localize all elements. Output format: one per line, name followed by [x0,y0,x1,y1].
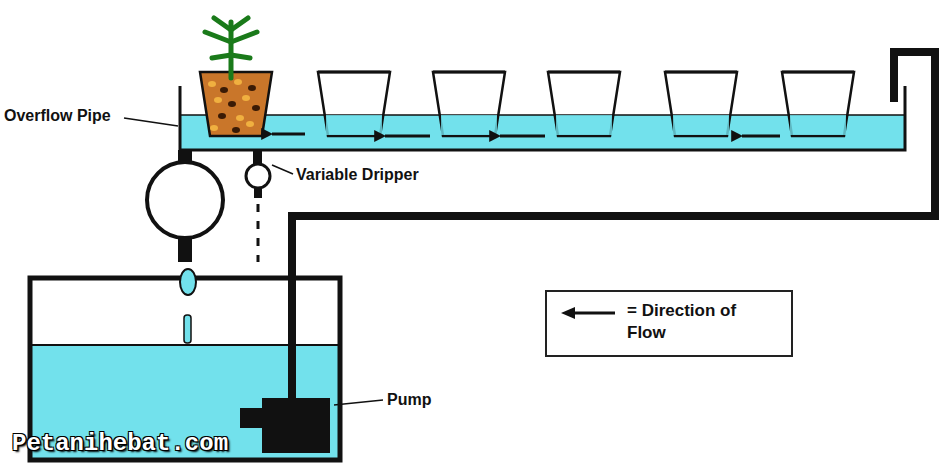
media-pebble [248,85,256,91]
media-pebble [208,81,216,87]
part-label: Pump [385,390,433,409]
grow-channel [180,86,905,150]
net-pot [433,72,505,136]
net-pot [665,72,737,136]
part-label: Variable Dripper [294,165,421,184]
net-pot [318,72,390,136]
part-label: Overflow Pipe [2,106,113,125]
media-pebble [210,125,218,131]
media-pebble [228,101,236,107]
overflow-pipe [147,150,223,343]
media-pebble [252,105,260,111]
plant [205,18,257,78]
media-pebble [234,79,242,85]
media-pebble [220,87,228,93]
variable-dripper [246,150,270,262]
net-pot [200,72,272,136]
media-pebble [236,115,244,121]
supply-pipe [292,52,935,400]
media-pebble [242,95,250,101]
watermark: Petanihebat.com [12,430,228,457]
media-pebble [246,121,254,127]
legend-arrow-sample [561,306,617,320]
media-pebble [232,127,240,133]
media-pebble [214,97,222,103]
leader-lines [124,118,383,405]
legend-box: = Direction of Flow [545,290,793,357]
media-pebble [218,113,226,119]
net-pots [200,72,854,136]
net-pot [548,72,620,136]
legend-text: = Direction of Flow [627,300,777,344]
pump-symbol [240,398,330,453]
net-pot [782,72,854,136]
flow-arrows [272,134,780,136]
